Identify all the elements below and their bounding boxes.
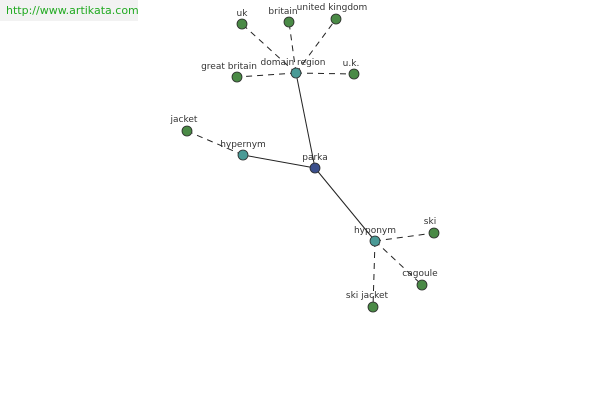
edge-domain-region-uk: [241, 23, 297, 74]
node-marker-united-kingdom[interactable]: [330, 13, 342, 25]
node-hypernym[interactable]: hypernym: [220, 140, 266, 161]
nodes-layer: parka domain region hypernym hyponym uk brita…: [170, 3, 440, 313]
node-marker-great-britain[interactable]: [231, 71, 243, 83]
node-uk[interactable]: uk: [236, 9, 249, 30]
node-domain-region[interactable]: domain region: [260, 58, 326, 79]
node-hyponym[interactable]: hyponym: [354, 226, 396, 247]
node-great-britain[interactable]: great britain: [201, 62, 257, 83]
node-label-u-k: u.k.: [343, 59, 360, 69]
node-marker-u-k[interactable]: [348, 68, 360, 80]
node-label-jacket: jacket: [170, 115, 198, 125]
site-url-link[interactable]: http://www.artikata.com: [0, 0, 139, 21]
node-u-k[interactable]: u.k.: [343, 59, 360, 80]
node-marker-ski[interactable]: [428, 227, 440, 239]
node-marker-hypernym[interactable]: [237, 149, 249, 161]
edge-hyponym-ski-jacket: [372, 240, 376, 308]
edge-parka-hyponym: [314, 167, 376, 242]
node-label-united-kingdom: united kingdom: [297, 3, 368, 13]
node-marker-ski-jacket[interactable]: [367, 301, 379, 313]
node-marker-parka[interactable]: [309, 162, 321, 174]
node-label-domain-region: domain region: [260, 58, 325, 68]
node-label-parka: parka: [302, 153, 328, 163]
node-britain[interactable]: britain: [268, 7, 298, 28]
edge-hyponym-ski: [374, 232, 435, 242]
node-marker-cagoule[interactable]: [416, 279, 428, 291]
edge-parka-hypernym: [242, 154, 316, 169]
node-ski[interactable]: ski: [424, 217, 440, 239]
edges-layer: [186, 18, 435, 308]
node-marker-domain-region[interactable]: [290, 67, 302, 79]
node-marker-britain[interactable]: [283, 16, 295, 28]
node-cagoule[interactable]: cagoule: [402, 269, 438, 291]
node-marker-hyponym[interactable]: [369, 235, 381, 247]
node-parka[interactable]: parka: [302, 153, 328, 174]
node-label-ski-jacket: ski jacket: [346, 291, 389, 301]
node-label-ski: ski: [424, 217, 436, 227]
node-label-hyponym: hyponym: [354, 226, 396, 236]
node-ski-jacket[interactable]: ski jacket: [346, 291, 389, 313]
node-jacket[interactable]: jacket: [170, 115, 198, 137]
node-label-britain: britain: [268, 7, 297, 17]
edge-parka-domain-region: [295, 72, 316, 169]
node-label-great-britain: great britain: [201, 62, 257, 72]
node-marker-uk[interactable]: [236, 18, 248, 30]
edge-domain-region-great-britain: [236, 72, 297, 78]
node-label-hypernym: hypernym: [220, 140, 266, 150]
edge-domain-region-united-kingdom: [295, 18, 337, 74]
node-label-uk: uk: [237, 9, 249, 19]
node-marker-jacket[interactable]: [181, 125, 193, 137]
edge-domain-region-britain: [288, 21, 297, 74]
node-united-kingdom[interactable]: united kingdom: [297, 3, 368, 25]
node-label-cagoule: cagoule: [402, 269, 438, 279]
edge-domain-region-u-k: [295, 72, 355, 75]
